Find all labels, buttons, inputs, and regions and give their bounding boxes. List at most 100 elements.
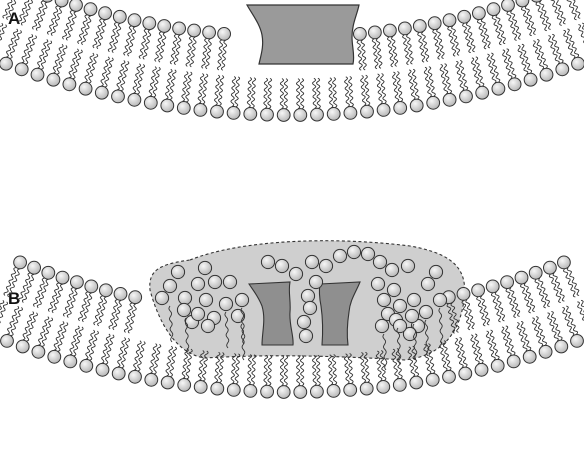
lipid-molecule [161, 346, 176, 389]
lipid-molecule [502, 0, 521, 40]
lipid-head [277, 109, 290, 122]
lipid-head [443, 93, 456, 106]
lipid-molecule [261, 78, 274, 121]
raft-lipid-head [198, 261, 211, 274]
lipid-head [393, 379, 406, 392]
lipid-molecule [472, 57, 489, 99]
lipid-head [443, 14, 456, 27]
raft-lipid-head [305, 255, 318, 268]
raft-lipid-head [375, 319, 388, 332]
lipid-head [472, 284, 485, 297]
lipid-molecule [545, 0, 566, 25]
lipid-tail [525, 6, 535, 35]
lipid-tail [53, 44, 63, 73]
lipid-tail [0, 302, 8, 330]
lipid-tail [235, 354, 240, 384]
lipid-tail [69, 49, 78, 78]
lipid-head [544, 261, 557, 274]
lipid-head [173, 22, 186, 35]
lipid-molecule [112, 60, 129, 102]
lipid-molecule [96, 334, 114, 376]
lipid-tail [170, 34, 177, 64]
lipid-molecule [530, 0, 550, 31]
raft-lipid-head [191, 307, 204, 320]
lipid-tail [422, 32, 429, 62]
lipid-molecule [155, 20, 171, 63]
lipid-head [530, 0, 543, 2]
lipid-head [177, 102, 190, 115]
lipid-tail [313, 355, 317, 385]
lipid-head [48, 350, 61, 363]
raft-lipid-head [371, 277, 384, 290]
lipid-head [524, 73, 537, 86]
lipid-head [460, 90, 473, 103]
lipid-head [218, 28, 231, 41]
lipid-tail [82, 16, 91, 45]
lipid-molecule [33, 0, 54, 31]
lipid-molecule [533, 39, 553, 81]
lipid-head [211, 105, 224, 118]
lipid-head [572, 57, 584, 70]
lipid-molecule [244, 78, 257, 121]
lipid-molecule [516, 0, 536, 36]
lipid-tail [332, 355, 336, 385]
lipid-head [63, 78, 76, 91]
lipid-tail [217, 40, 222, 70]
lipid-molecule [503, 49, 521, 91]
lipid-head [113, 10, 126, 23]
lipid-tail [424, 67, 431, 97]
raft-lipid-head [387, 283, 400, 296]
raft-lipid-head [309, 275, 322, 288]
lipid-tail [264, 78, 268, 108]
lipid-head [95, 86, 108, 99]
lipid-tail [502, 327, 511, 356]
lipid-tail [357, 41, 362, 71]
raft-lipid-head [297, 315, 310, 328]
lipid-head [161, 99, 174, 112]
lipid-tail [333, 78, 337, 108]
raft-lipid-head [191, 277, 204, 290]
lipid-head [16, 340, 29, 353]
lipid-molecule [79, 53, 98, 95]
lipid-head [178, 379, 191, 392]
lipid-tail [510, 288, 520, 317]
lipid-tail [268, 78, 272, 108]
lipid-head [529, 266, 542, 279]
lipid-tail [67, 289, 77, 318]
lipid-molecule [129, 341, 146, 383]
lipid-head [361, 105, 374, 118]
raft-lipid-head [393, 319, 406, 332]
lipid-molecule [47, 44, 67, 86]
lipid-tail [252, 355, 256, 385]
lipid-molecule [327, 78, 340, 121]
lipid-molecule [456, 60, 473, 102]
lipid-head [410, 99, 423, 112]
lipid-molecule [64, 326, 83, 368]
lipid-tail [182, 72, 188, 102]
raft-lipid-head [219, 297, 232, 310]
lipid-head [145, 373, 158, 386]
raft-lipid-head [361, 247, 374, 260]
raft-lipid-head [347, 245, 360, 258]
lipid-tail [38, 39, 48, 68]
lipid-molecule [124, 14, 141, 56]
lipid-head [516, 0, 529, 7]
lipid-tail [388, 37, 394, 67]
lipid-head [261, 108, 274, 121]
lipid-molecule [294, 356, 307, 399]
raft-lipid-head [223, 275, 236, 288]
lipid-head [158, 20, 171, 33]
lipid-head [112, 367, 125, 380]
lipid-tail [186, 37, 192, 67]
lipid-molecule [311, 355, 324, 398]
panel-a-label: A [8, 9, 20, 28]
raft-lipid-head [407, 293, 420, 306]
lipid-tail [348, 354, 353, 384]
lipid-molecule [486, 330, 504, 372]
raft-lipid-head [433, 293, 446, 306]
lipid-head [523, 350, 536, 363]
lipid-tail [392, 37, 398, 67]
lipid-head [42, 266, 55, 279]
lipid-head [56, 271, 69, 284]
